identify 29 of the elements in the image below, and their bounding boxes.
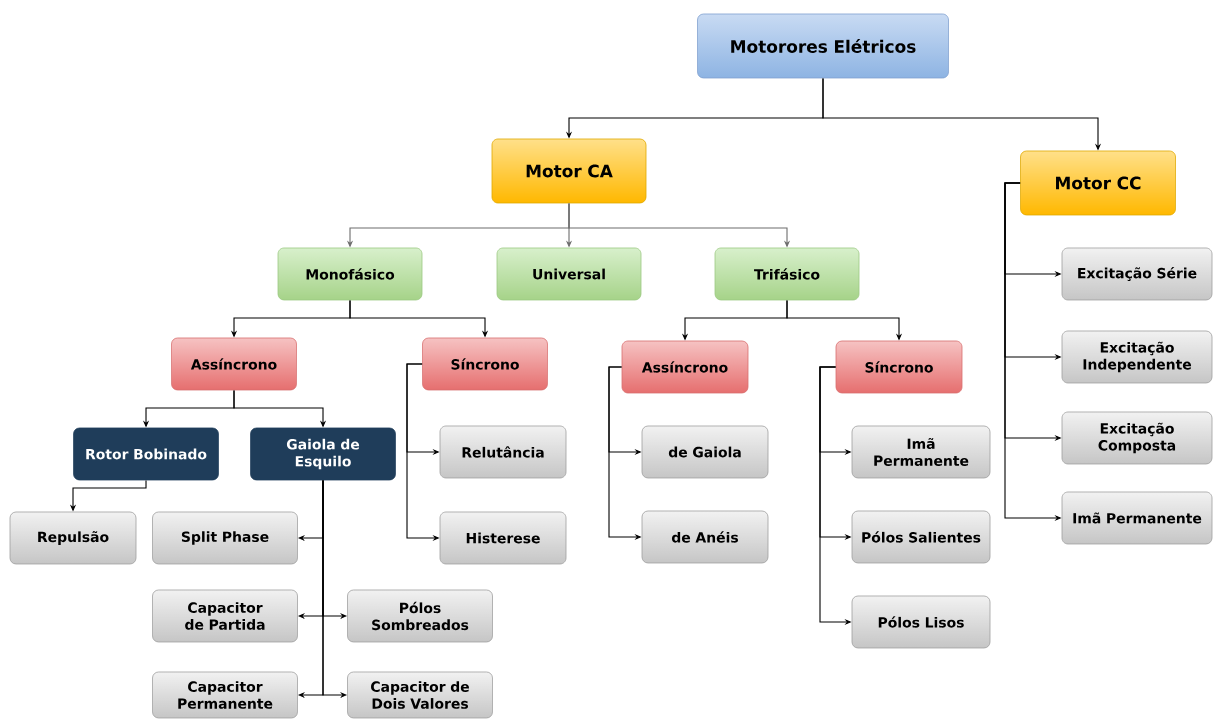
leaf-box: Histerese [439,511,567,565]
leaf-box: Capacitor Permanente [152,671,298,719]
leaf-box: Pólos Lisos [851,595,991,649]
category-box: Motor CA [491,138,647,204]
leaf-box: Capacitor de Partida [152,589,298,643]
group-box: Gaiola de Esquilo [250,427,396,481]
leaf-box: Relutância [439,425,567,479]
subcategory-box: Trifásico [714,247,860,301]
subcategory-box: Universal [496,247,642,301]
leaf-box: Pólos Salientes [851,510,991,564]
leaf-box: Capacitor de Dois Valores [347,671,493,719]
leaf-box: Split Phase [152,511,298,565]
group-box: Rotor Bobinado [73,427,219,481]
leaf-box: Imã Permanente [1061,491,1213,545]
subcategory-box: Monofásico [277,247,423,301]
class-box: Síncrono [835,340,963,394]
class-box: Assíncrono [621,340,749,394]
leaf-box: Repulsão [9,511,137,565]
root-box: Motorores Elétricos [697,13,949,79]
class-box: Assíncrono [171,337,297,391]
leaf-box: Excitação Composta [1061,411,1213,465]
leaf-box: Excitação Série [1061,247,1213,301]
category-box: Motor CC [1020,150,1176,216]
leaf-box: de Anéis [641,510,769,564]
leaf-box: de Gaiola [641,425,769,479]
leaf-box: Excitação Independente [1061,330,1213,384]
leaf-box: Imã Permanente [851,425,991,479]
leaf-box: Pólos Sombreados [347,589,493,643]
class-box: Síncrono [422,337,548,391]
